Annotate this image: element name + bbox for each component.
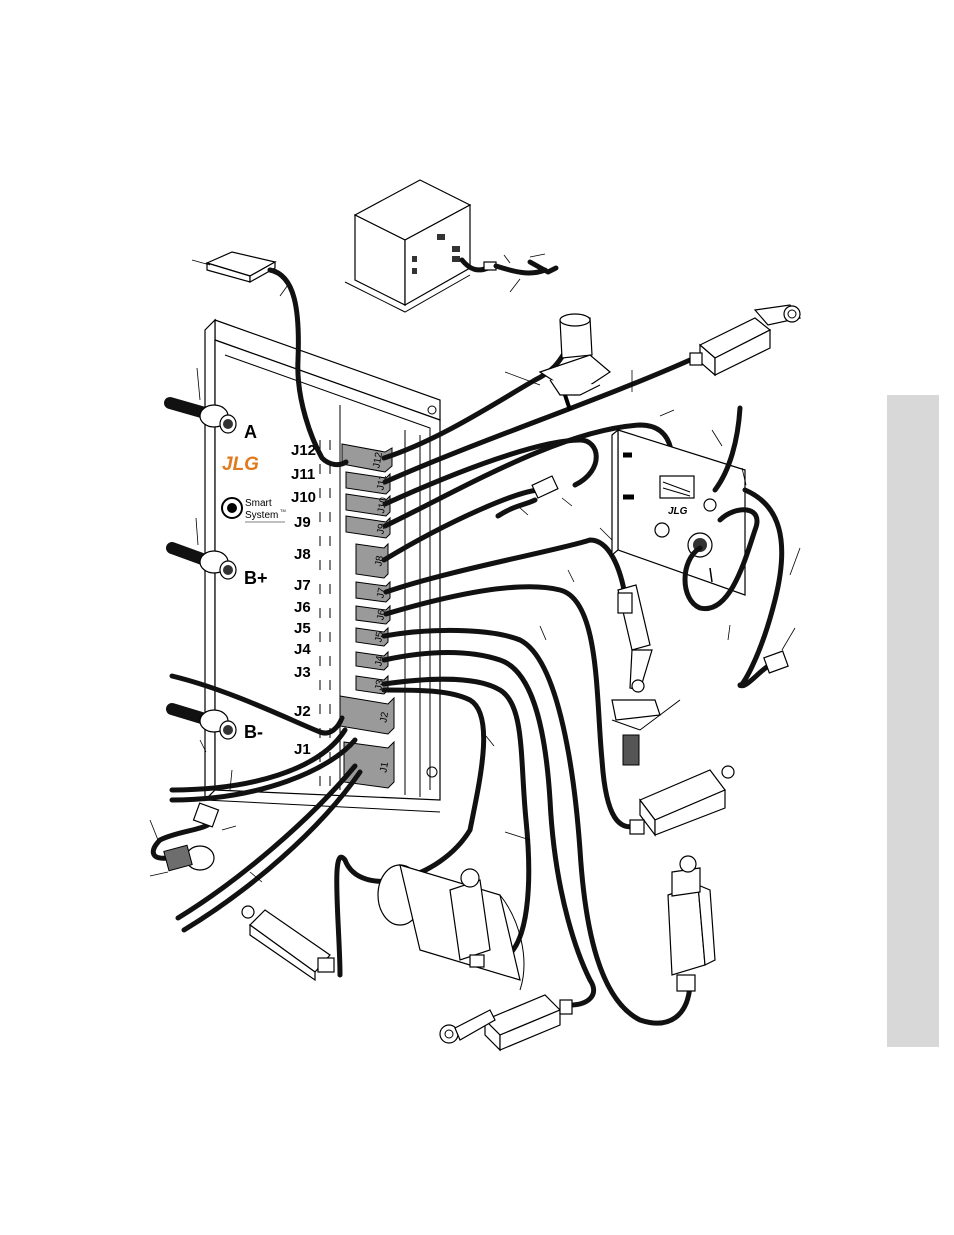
terminal-a-label: A xyxy=(244,422,257,442)
label-j11: J11 xyxy=(291,466,315,483)
control-module xyxy=(205,320,440,812)
limit-switch-top-right xyxy=(690,305,800,375)
terminal-b-plus-label: B+ xyxy=(244,568,268,588)
terminal-b-minus-label: B- xyxy=(244,722,263,742)
limit-switch-vertical xyxy=(668,856,715,991)
jlg-logo: JLG xyxy=(222,454,259,475)
label-j9: J9 xyxy=(294,514,311,531)
label-j8: J8 xyxy=(294,546,311,563)
limit-switch-bottom-left xyxy=(242,906,334,980)
label-j7: J7 xyxy=(294,577,311,594)
panel-jlg-logo: JLG xyxy=(668,506,688,517)
limit-switch-mid-right xyxy=(630,766,734,835)
label-j10: J10 xyxy=(291,489,316,506)
label-j12: J12 xyxy=(291,442,316,459)
limit-switch-bottom xyxy=(440,995,572,1050)
label-j6: J6 xyxy=(294,599,311,616)
analyzer-pendant xyxy=(207,252,275,282)
smart-system-tm: TM xyxy=(280,508,286,513)
platform-control-panel: JLG xyxy=(612,430,745,595)
label-j2: J2 xyxy=(294,703,311,720)
cylinder-assembly xyxy=(378,865,524,990)
label-j3: J3 xyxy=(294,664,311,681)
label-j5: J5 xyxy=(294,620,311,637)
lever-switch xyxy=(612,585,680,765)
charger-box xyxy=(345,180,470,312)
smart-system-line2: System xyxy=(245,510,278,521)
label-j4: J4 xyxy=(294,641,311,658)
label-j1: J1 xyxy=(294,741,311,758)
right-plug xyxy=(764,651,788,673)
smart-system-line1: Smart xyxy=(245,498,272,509)
